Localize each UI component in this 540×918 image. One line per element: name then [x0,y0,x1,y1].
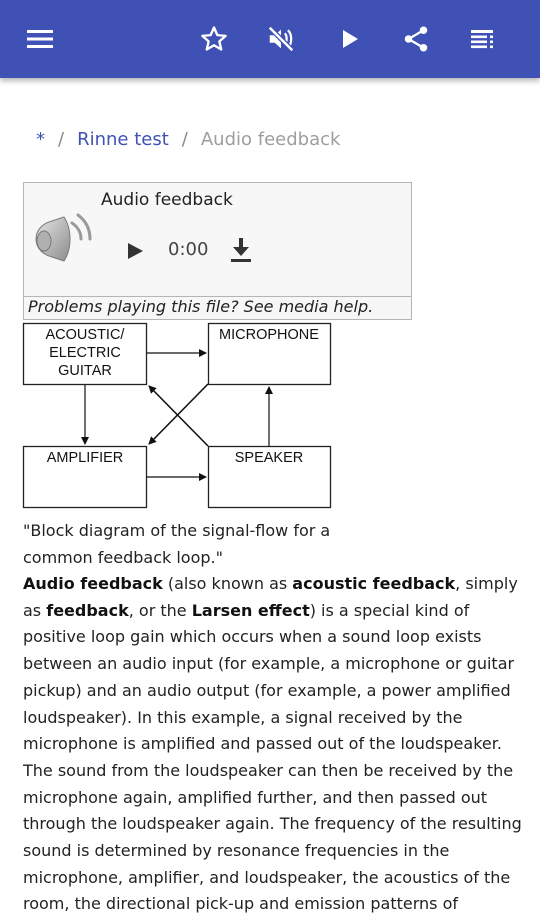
audio-play-icon[interactable] [122,238,148,264]
star-icon [201,26,227,51]
breadcrumb-separator: / [181,129,188,150]
download-icon[interactable] [226,234,256,264]
speaker-icon [35,213,92,262]
speaker-box [207,445,332,509]
share-button[interactable] [396,19,436,59]
media-help-link[interactable]: Problems playing this file? See media he… [28,297,374,316]
guitar-box [22,322,148,386]
contents-icon [471,30,493,49]
term-larsen-effect: Larsen effect [191,600,310,620]
audio-title: Audio feedback [101,190,233,210]
term-acoustic-feedback: acoustic feedback [292,574,456,593]
arrow-microphone-to-amplifier [148,383,209,445]
term-feedback: feedback [46,600,129,620]
breadcrumb-current: Audio feedback [200,129,341,150]
menu-button[interactable] [20,19,60,59]
breadcrumb-parent-link[interactable]: Rinne test [77,129,169,150]
article-paragraph: Audio feedback (also known as acoustic f… [23,571,523,918]
term-audio-feedback: Audio feedback [23,574,163,593]
app-toolbar [0,0,540,78]
breadcrumb: * / Rinne test / Audio feedback [36,128,340,152]
diagram-caption: "Block diagram of the signal-flow for a … [23,521,331,567]
guitar-label-line1: ACOUSTIC/ [46,327,126,343]
microphone-label: MICROPHONE [219,327,319,343]
article-text: , simply as [23,574,518,620]
breadcrumb-separator: / [58,129,65,150]
feedback-block-diagram: ACOUSTIC/ ELECTRIC GUITAR MICROPHONE AMP… [22,322,332,509]
mute-button[interactable] [261,19,301,59]
player-divider [24,296,411,297]
microphone-box [207,322,332,386]
guitar-label-line3: GUITAR [58,363,112,379]
article-text: (also known as [162,574,293,593]
menu-icon [27,30,53,48]
mute-icon [267,25,295,53]
speaker-label: SPEAKER [235,450,304,466]
amplifier-box [22,445,148,509]
play-icon [343,30,358,48]
guitar-label-line2: ELECTRIC [49,345,121,361]
audio-time: 0:00 [168,239,209,260]
amplifier-label: AMPLIFIER [47,450,124,466]
contents-button[interactable] [464,19,504,59]
play-button[interactable] [330,19,370,59]
audio-player: Audio feedback 0:00 Problems playing thi… [23,182,412,320]
article-text: ) is a special kind of positive loop gai… [23,600,522,914]
share-icon [404,26,428,52]
bookmark-button[interactable] [194,19,234,59]
article-text: , or the [128,600,192,620]
breadcrumb-home-link[interactable]: * [36,129,45,150]
arrow-speaker-to-guitar [148,385,209,447]
